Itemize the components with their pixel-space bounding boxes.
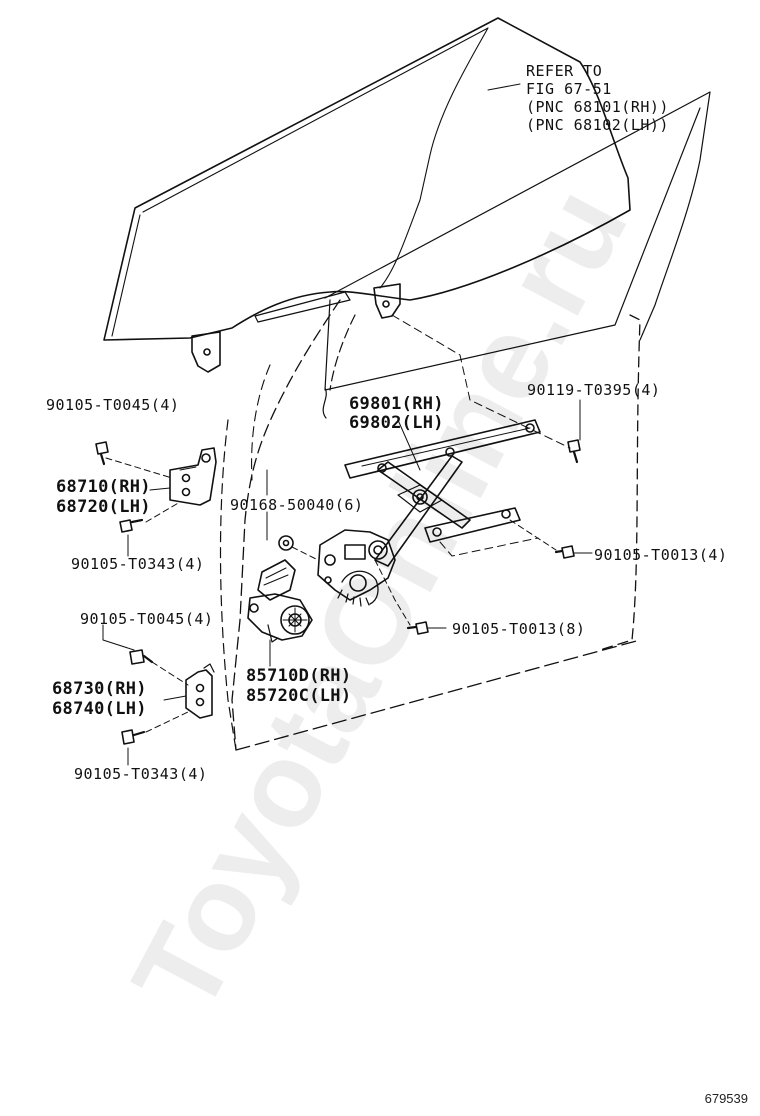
lower-hinge: [185, 663, 215, 719]
bolt-upper-hinge-bottom: [119, 518, 144, 533]
bolt-lower-hinge-top: [129, 649, 154, 665]
part-number-label: 68710(RH): [56, 477, 151, 497]
part-number-label: 68740(LH): [52, 699, 147, 719]
part-number-label: 90105-T0343(4): [71, 555, 205, 573]
refer-note-line-2: FIG 67-51: [526, 80, 612, 98]
part-number-label: 68720(LH): [56, 497, 151, 517]
part-number-label: 90105-T0045(4): [46, 396, 180, 414]
refer-note-line-3: (PNC 68101(RH)): [526, 98, 669, 116]
bolt-upper-hinge-top: [95, 441, 109, 466]
upper-hinge: [169, 447, 217, 506]
part-number-label: 90105-T0013(4): [594, 546, 728, 564]
bolt-glass: [567, 439, 581, 464]
part-number-label: 85720C(LH): [246, 686, 352, 706]
glass-clip-right: [373, 283, 401, 319]
refer-note-line-4: (PNC 68102(LH)): [526, 116, 669, 134]
window-motor: [247, 559, 313, 643]
nut-regulator: [278, 535, 294, 551]
door-glass: [103, 17, 631, 341]
part-number-label: 90119-T0395(4): [527, 381, 661, 399]
bolt-lower-hinge-bottom: [121, 729, 146, 745]
diagram-id: 679539: [704, 1091, 748, 1106]
part-number-label: 90168-50040(6): [230, 496, 364, 514]
part-number-label: 69801(RH): [349, 394, 444, 414]
refer-note-line-1: REFER TO: [526, 62, 603, 80]
part-number-label: 68730(RH): [52, 679, 147, 699]
glass-clip-left: [191, 331, 221, 373]
part-number-label: 69802(LH): [349, 413, 444, 433]
bolt-regulator-right: [554, 545, 575, 559]
part-number-label: 90105-T0343(4): [74, 765, 208, 783]
bolt-regulator-lower: [406, 621, 429, 635]
part-number-label: 85710D(RH): [246, 666, 352, 686]
door-outline: [219, 91, 711, 751]
leader-lines: [102, 83, 593, 766]
part-number-label: 90105-T0045(4): [80, 610, 214, 628]
part-number-label: 90105-T0013(8): [452, 620, 586, 638]
window-regulator: [344, 419, 541, 567]
regulator-gear-plate: [317, 529, 396, 607]
